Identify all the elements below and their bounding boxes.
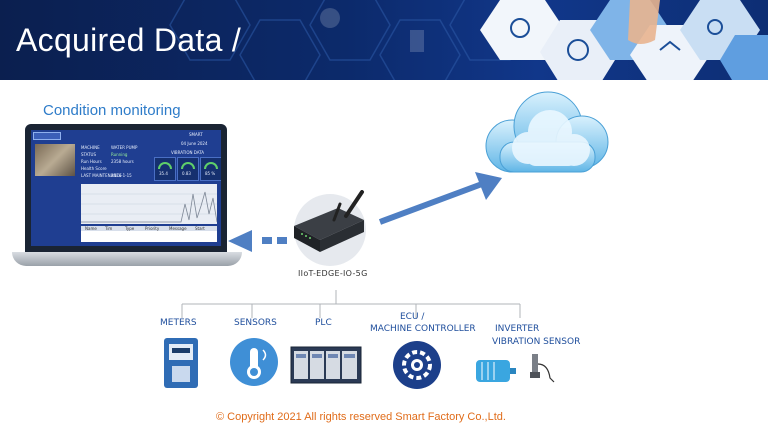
gauge-3-value: 85 % — [205, 171, 216, 176]
category-label-vibration-sensor: VIBRATION SENSOR — [492, 337, 581, 347]
gear-controller-icon — [393, 341, 441, 389]
connector-tree — [181, 290, 521, 318]
gauge-2-value: 0.83 — [182, 171, 191, 176]
tech-hexagon-background — [169, 0, 768, 80]
row-value-machine: WATER PUMP — [111, 145, 138, 150]
table-header-priority: Priority — [145, 226, 160, 231]
arrow-to-cloud — [378, 172, 502, 225]
alarm-table-header — [81, 226, 217, 231]
table-header-start: Start — [195, 226, 205, 231]
table-header-type: Type — [125, 226, 135, 231]
category-label-inverter: INVERTER — [495, 324, 540, 334]
row-value-maintenance: 2024-1-15 — [111, 173, 132, 178]
data-flow-arrows — [228, 172, 502, 252]
row-label-runhours: Run Hours — [81, 159, 102, 164]
table-header-time: Tim — [105, 226, 113, 231]
laptop-base — [12, 252, 242, 266]
page-title: Acquired Data / — [16, 22, 242, 58]
dashboard-brand: SMART — [189, 132, 203, 137]
electric-meter-icon — [164, 338, 198, 388]
row-value-status: Running — [111, 152, 128, 157]
dashboard-date: 04 June 2024 — [181, 141, 208, 146]
motor-icon — [476, 354, 555, 383]
category-label-sensors: SENSORS — [234, 318, 277, 328]
plc-icon — [290, 346, 362, 384]
trend-chart — [81, 184, 218, 224]
table-header-message: Message — [169, 226, 187, 231]
row-value-runhours: 2358 hours — [111, 159, 134, 164]
edge-device-icon — [294, 190, 366, 266]
dashboard-screen: SMART 04 June 2024 MACHINE WATER PUMP ST… — [31, 130, 221, 246]
vibration-sensor-icon — [530, 354, 555, 383]
category-label-machine-controller: MACHINE CONTROLLER — [370, 324, 476, 334]
gauge-2: 0.83 — [177, 157, 199, 181]
row-label-health: Health Score — [81, 166, 107, 171]
category-label-ecu: ECU / — [400, 312, 425, 322]
gauge-arc — [204, 162, 218, 169]
gauge-1: 35.4 — [154, 157, 176, 181]
row-label-maintenance: LAST MAINTENANCE — [81, 173, 122, 178]
category-label-plc: PLC — [315, 318, 332, 328]
machine-photo — [35, 144, 75, 176]
arrow-to-laptop — [228, 230, 287, 252]
row-label-status: STATUS — [81, 152, 97, 157]
dashboard-menu-button[interactable] — [33, 132, 61, 140]
gauge-1-value: 35.4 — [159, 171, 168, 176]
table-header-name: Name — [85, 226, 97, 231]
vibration-title: VIBRATION DATA — [171, 150, 205, 155]
trend-chart-graphic — [81, 191, 218, 223]
gauge-arc — [181, 162, 195, 169]
alarm-table: Name Tim Type Priority Message Start — [81, 226, 217, 242]
condition-monitoring-title: Condition monitoring — [43, 102, 181, 119]
copyright-text: © Copyright 2021 All rights reserved Sma… — [216, 411, 506, 423]
device-label: IIoT-EDGE-IO-5G — [298, 269, 368, 278]
gauge-3: 85 % — [200, 157, 221, 181]
cloud-icon — [470, 84, 618, 188]
category-label-meters: METERS — [160, 318, 197, 328]
header-banner: Acquired Data / — [0, 0, 768, 80]
row-label-machine: MACHINE — [81, 145, 100, 150]
gauge-arc — [158, 162, 172, 169]
thermometer-sensor-icon — [230, 338, 278, 386]
